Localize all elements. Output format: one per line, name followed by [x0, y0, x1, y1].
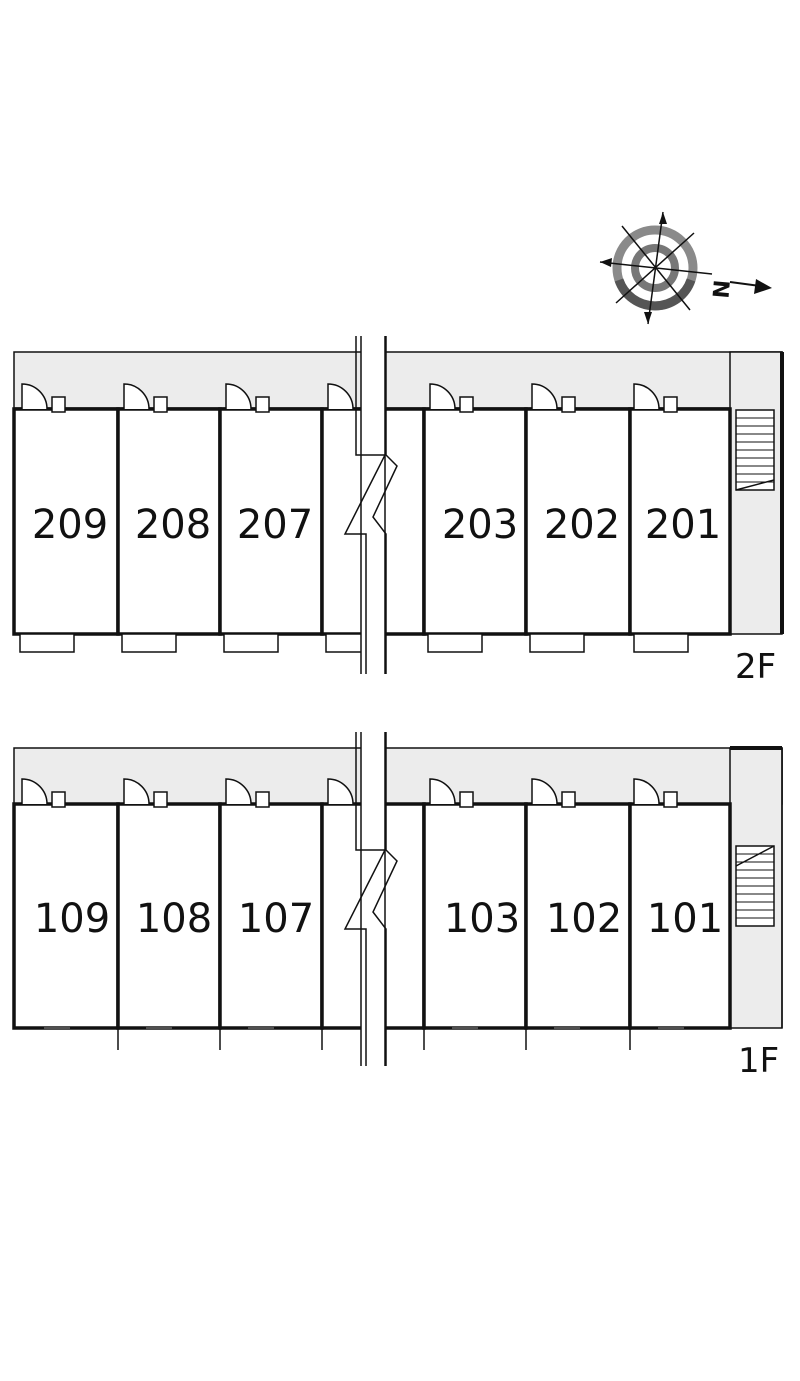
- compass-bottom-arc: [614, 278, 696, 311]
- compass-inner-ring: [631, 244, 679, 292]
- balcony: [427, 633, 483, 653]
- door-icon: [21, 778, 66, 808]
- compass-north-label: N: [706, 279, 733, 300]
- balcony: [19, 633, 75, 653]
- door-icon: [123, 383, 168, 413]
- floor-2f: 209 208 207 203 202 201 2F: [12, 336, 784, 687]
- unit-number: 202: [544, 502, 620, 548]
- stair-landing: [729, 351, 783, 635]
- door-icon: [21, 383, 66, 413]
- door-icon: [531, 778, 576, 808]
- door-icon: [429, 383, 474, 413]
- break-mark-icon: [343, 336, 398, 674]
- break-mark-icon: [343, 732, 398, 1066]
- door-icon: [225, 383, 270, 413]
- unit-number: 109: [34, 896, 110, 942]
- unit-number: 108: [136, 896, 212, 942]
- floor-label: 1F: [738, 1041, 779, 1081]
- unit-number: 103: [444, 896, 520, 942]
- floor-1f: 109 108 107 103 102 101 1F: [12, 732, 783, 1081]
- unit-block: [116, 802, 222, 1030]
- unit-number: 208: [135, 502, 211, 548]
- unit-block: [116, 407, 222, 636]
- balcony: [121, 633, 177, 653]
- unit-number: 107: [238, 896, 314, 942]
- balcony: [223, 633, 279, 653]
- unit-block: [12, 802, 120, 1030]
- door-icon: [225, 778, 270, 808]
- unit-number: 201: [645, 502, 721, 548]
- door-icon: [531, 383, 576, 413]
- door-icon: [633, 778, 678, 808]
- unit-block: [524, 802, 632, 1030]
- unit-block: [12, 407, 120, 636]
- unit-block: [628, 802, 732, 1030]
- door-icon: [327, 778, 354, 805]
- balcony: [529, 633, 585, 653]
- unit-number: 101: [647, 896, 723, 942]
- staircase-icon: [735, 845, 775, 927]
- door-icon: [633, 383, 678, 413]
- unit-number: 102: [546, 896, 622, 942]
- door-icon: [327, 383, 354, 410]
- staircase-icon: [735, 409, 775, 491]
- door-icon: [429, 778, 474, 808]
- door-icon: [123, 778, 168, 808]
- unit-block: [218, 802, 324, 1030]
- unit-block: [422, 407, 528, 636]
- compass: N: [599, 211, 772, 325]
- floor-label: 2F: [735, 647, 776, 687]
- unit-block: [218, 407, 324, 636]
- partition-ticks: [117, 1028, 631, 1050]
- unit-number: 207: [237, 502, 313, 548]
- balcony: [633, 633, 689, 653]
- unit-block: [524, 407, 632, 636]
- unit-number: 209: [32, 502, 108, 548]
- unit-number: 203: [442, 502, 518, 548]
